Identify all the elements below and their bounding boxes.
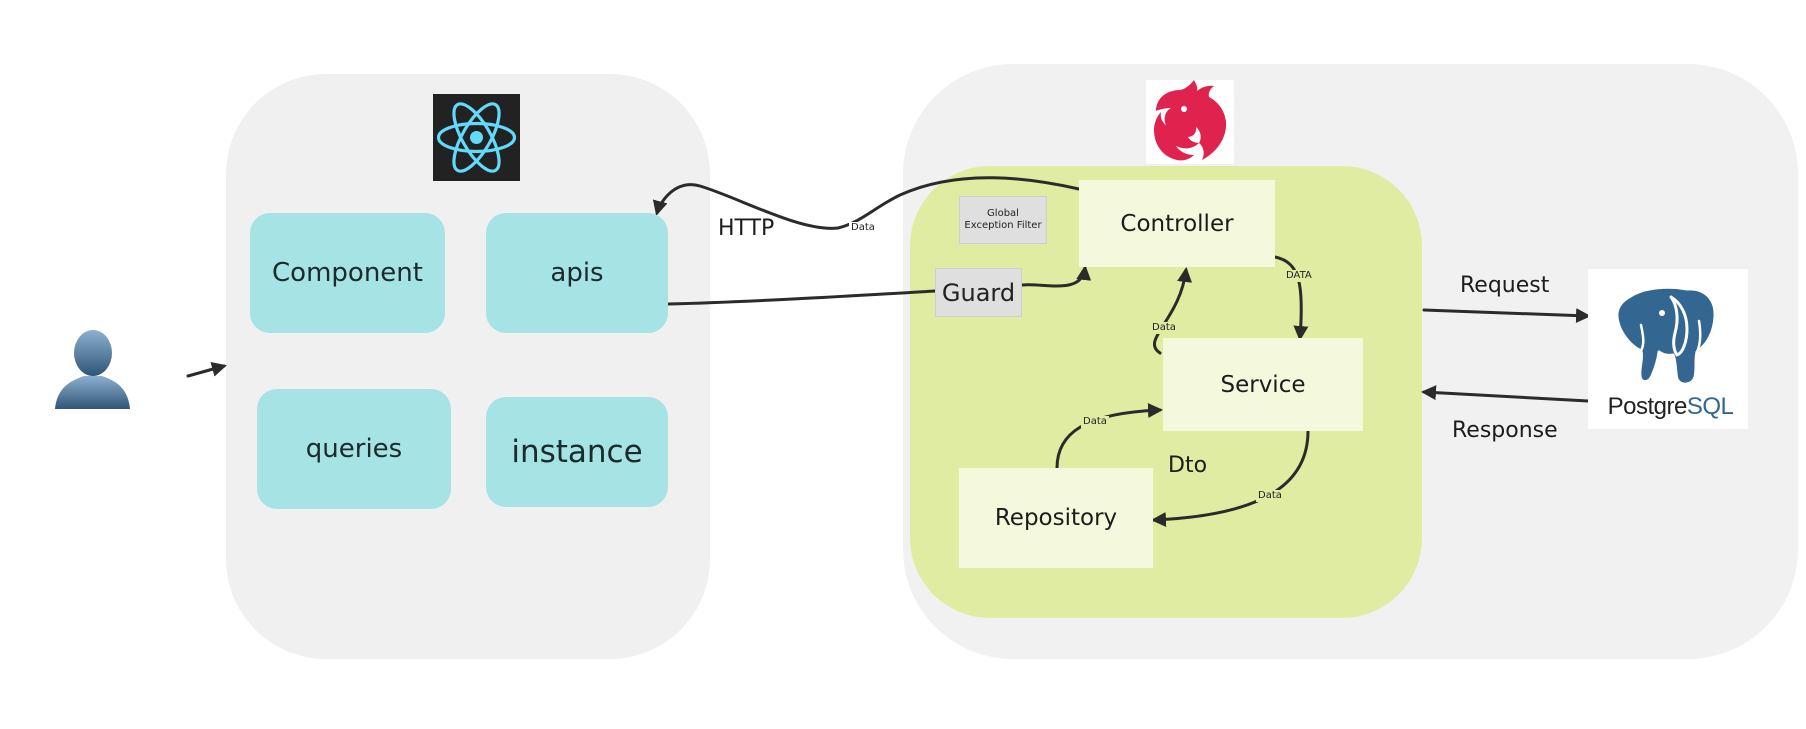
postgresql-elephant-icon xyxy=(1615,285,1717,386)
repository-label: Repository xyxy=(994,505,1118,531)
postgresql-logo: PostgreSQL xyxy=(1588,269,1748,429)
queries-label: queries xyxy=(305,434,403,464)
response-arrow xyxy=(1421,385,1590,403)
instance-label: instance xyxy=(511,434,643,470)
guard-to-controller-arrow xyxy=(1020,265,1092,288)
guard-box[interactable]: Guard xyxy=(935,268,1022,317)
apis-to-guard-connector xyxy=(666,289,937,306)
data-tag-controller-service: DATA xyxy=(1284,270,1314,282)
apis-module[interactable]: apis xyxy=(486,213,668,333)
dto-label: Dto xyxy=(1168,453,1208,478)
service-box[interactable]: Service xyxy=(1163,338,1363,431)
response-label: Response xyxy=(1452,418,1558,443)
data-tag-http: Data xyxy=(849,222,877,234)
user-silhouette-icon xyxy=(55,330,130,409)
postgresql-wordmark-part1: Postgre xyxy=(1607,393,1688,420)
controller-box[interactable]: Controller xyxy=(1079,180,1275,267)
global-exception-filter-label: Global Exception Filter xyxy=(964,208,1042,231)
data-tag-service-repository: Data xyxy=(1256,490,1284,502)
controller-label: Controller xyxy=(1120,210,1234,237)
postgresql-wordmark-part2: SQL xyxy=(1686,393,1734,420)
component-module[interactable]: Component xyxy=(250,213,445,333)
guard-label: Guard xyxy=(941,278,1016,307)
request-label: Request xyxy=(1460,273,1550,298)
postgresql-wordmark: PostgreSQL xyxy=(1598,393,1743,421)
instance-module[interactable]: instance xyxy=(486,397,668,507)
react-logo-icon xyxy=(436,102,517,173)
nestjs-logo-icon xyxy=(1154,80,1227,161)
user-to-frontend-arrow xyxy=(186,361,227,378)
react-logo xyxy=(433,94,520,181)
queries-module[interactable]: queries xyxy=(257,389,451,509)
http-label: HTTP xyxy=(718,216,775,241)
repository-box[interactable]: Repository xyxy=(959,468,1153,568)
data-tag-service-controller: Data xyxy=(1150,322,1178,334)
nestjs-logo xyxy=(1146,80,1234,164)
data-tag-repository-service: Data xyxy=(1081,416,1109,428)
apis-label: apis xyxy=(550,258,604,288)
global-exception-filter-box[interactable]: Global Exception Filter xyxy=(959,196,1047,244)
request-arrow xyxy=(1422,308,1591,324)
component-label: Component xyxy=(272,258,423,288)
repository-to-service-arrow xyxy=(1055,402,1163,470)
service-label: Service xyxy=(1220,371,1306,398)
controller-to-apis-http-arrow xyxy=(652,176,1081,230)
